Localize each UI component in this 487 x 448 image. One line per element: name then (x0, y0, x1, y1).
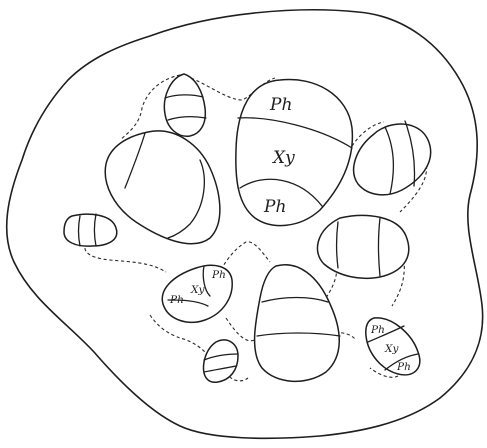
bundle-bottom-small (204, 340, 238, 382)
bundle-lower-right: Ph Xy Ph (366, 318, 420, 375)
lower-right-xylem-label: Xy (384, 343, 399, 355)
bundle-right-middle (317, 215, 408, 278)
bundle-lower-left: Ph Xy Ph (162, 265, 232, 322)
lower-left-phloem-label-top: Ph (211, 269, 226, 281)
bundle-upper-left-small (164, 74, 206, 136)
lower-right-phloem-label-bottom: Ph (396, 361, 411, 373)
central-bundle: Ph Xy Ph (236, 79, 353, 225)
central-xylem-label: Xy (271, 148, 295, 168)
bundle-far-left (64, 214, 117, 246)
lower-left-phloem-label-left: Ph (169, 294, 184, 306)
central-inner-phloem-label: Ph (263, 197, 286, 217)
central-phloem-label: Ph (269, 95, 292, 115)
lower-right-phloem-label-top: Ph (370, 324, 385, 336)
bundle-right-upper (354, 121, 431, 195)
lower-left-xylem-label: Xy (190, 284, 205, 296)
bundle-left-large (105, 131, 220, 244)
bundle-lower-center (255, 265, 340, 382)
